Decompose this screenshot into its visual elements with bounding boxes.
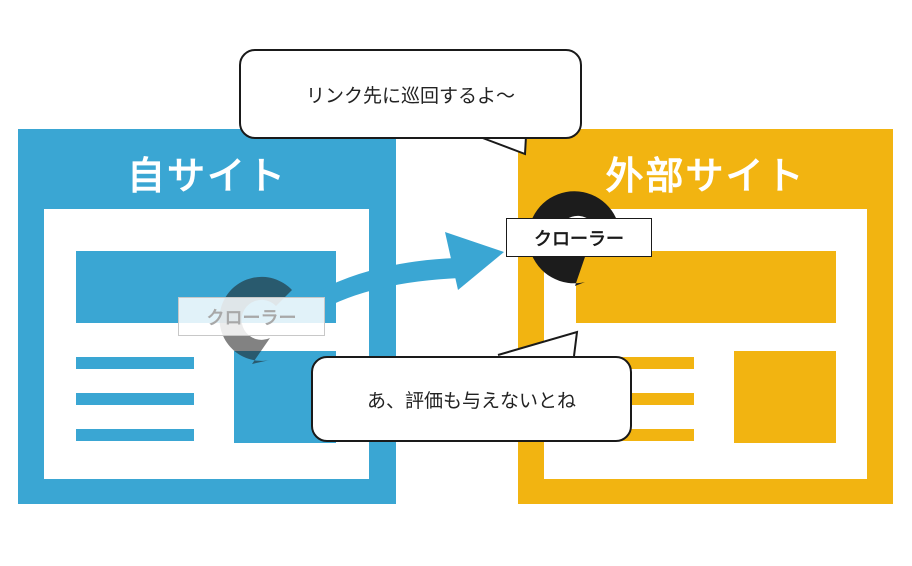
speech-bubble-top: リンク先に巡回するよ〜 xyxy=(239,49,582,139)
external-site-image-block xyxy=(734,351,836,443)
speech-bubble-top-text: リンク先に巡回するよ〜 xyxy=(305,84,515,107)
bottom-bubble-tail xyxy=(497,330,579,357)
speech-bubble-bottom: あ、評価も与えないとね xyxy=(311,356,632,442)
crawler-label-faded: クローラー xyxy=(178,297,325,336)
own-site-title: 自サイト xyxy=(126,154,287,198)
top-bubble-tail xyxy=(479,135,527,156)
speech-bubble-bottom-text: あ、評価も与えないとね xyxy=(366,389,576,412)
external-site-title: 外部サイト xyxy=(605,154,806,198)
own-site-text-line xyxy=(76,357,194,369)
own-site-text-line xyxy=(76,429,194,441)
own-site-text-line xyxy=(76,393,194,405)
crawler-label-active: クローラー xyxy=(506,218,652,257)
crawler-icon-active xyxy=(528,191,616,286)
crawl-arrow xyxy=(300,232,504,312)
external-site-header-block xyxy=(576,251,836,323)
own-site-panel: 自サイト xyxy=(18,129,396,504)
